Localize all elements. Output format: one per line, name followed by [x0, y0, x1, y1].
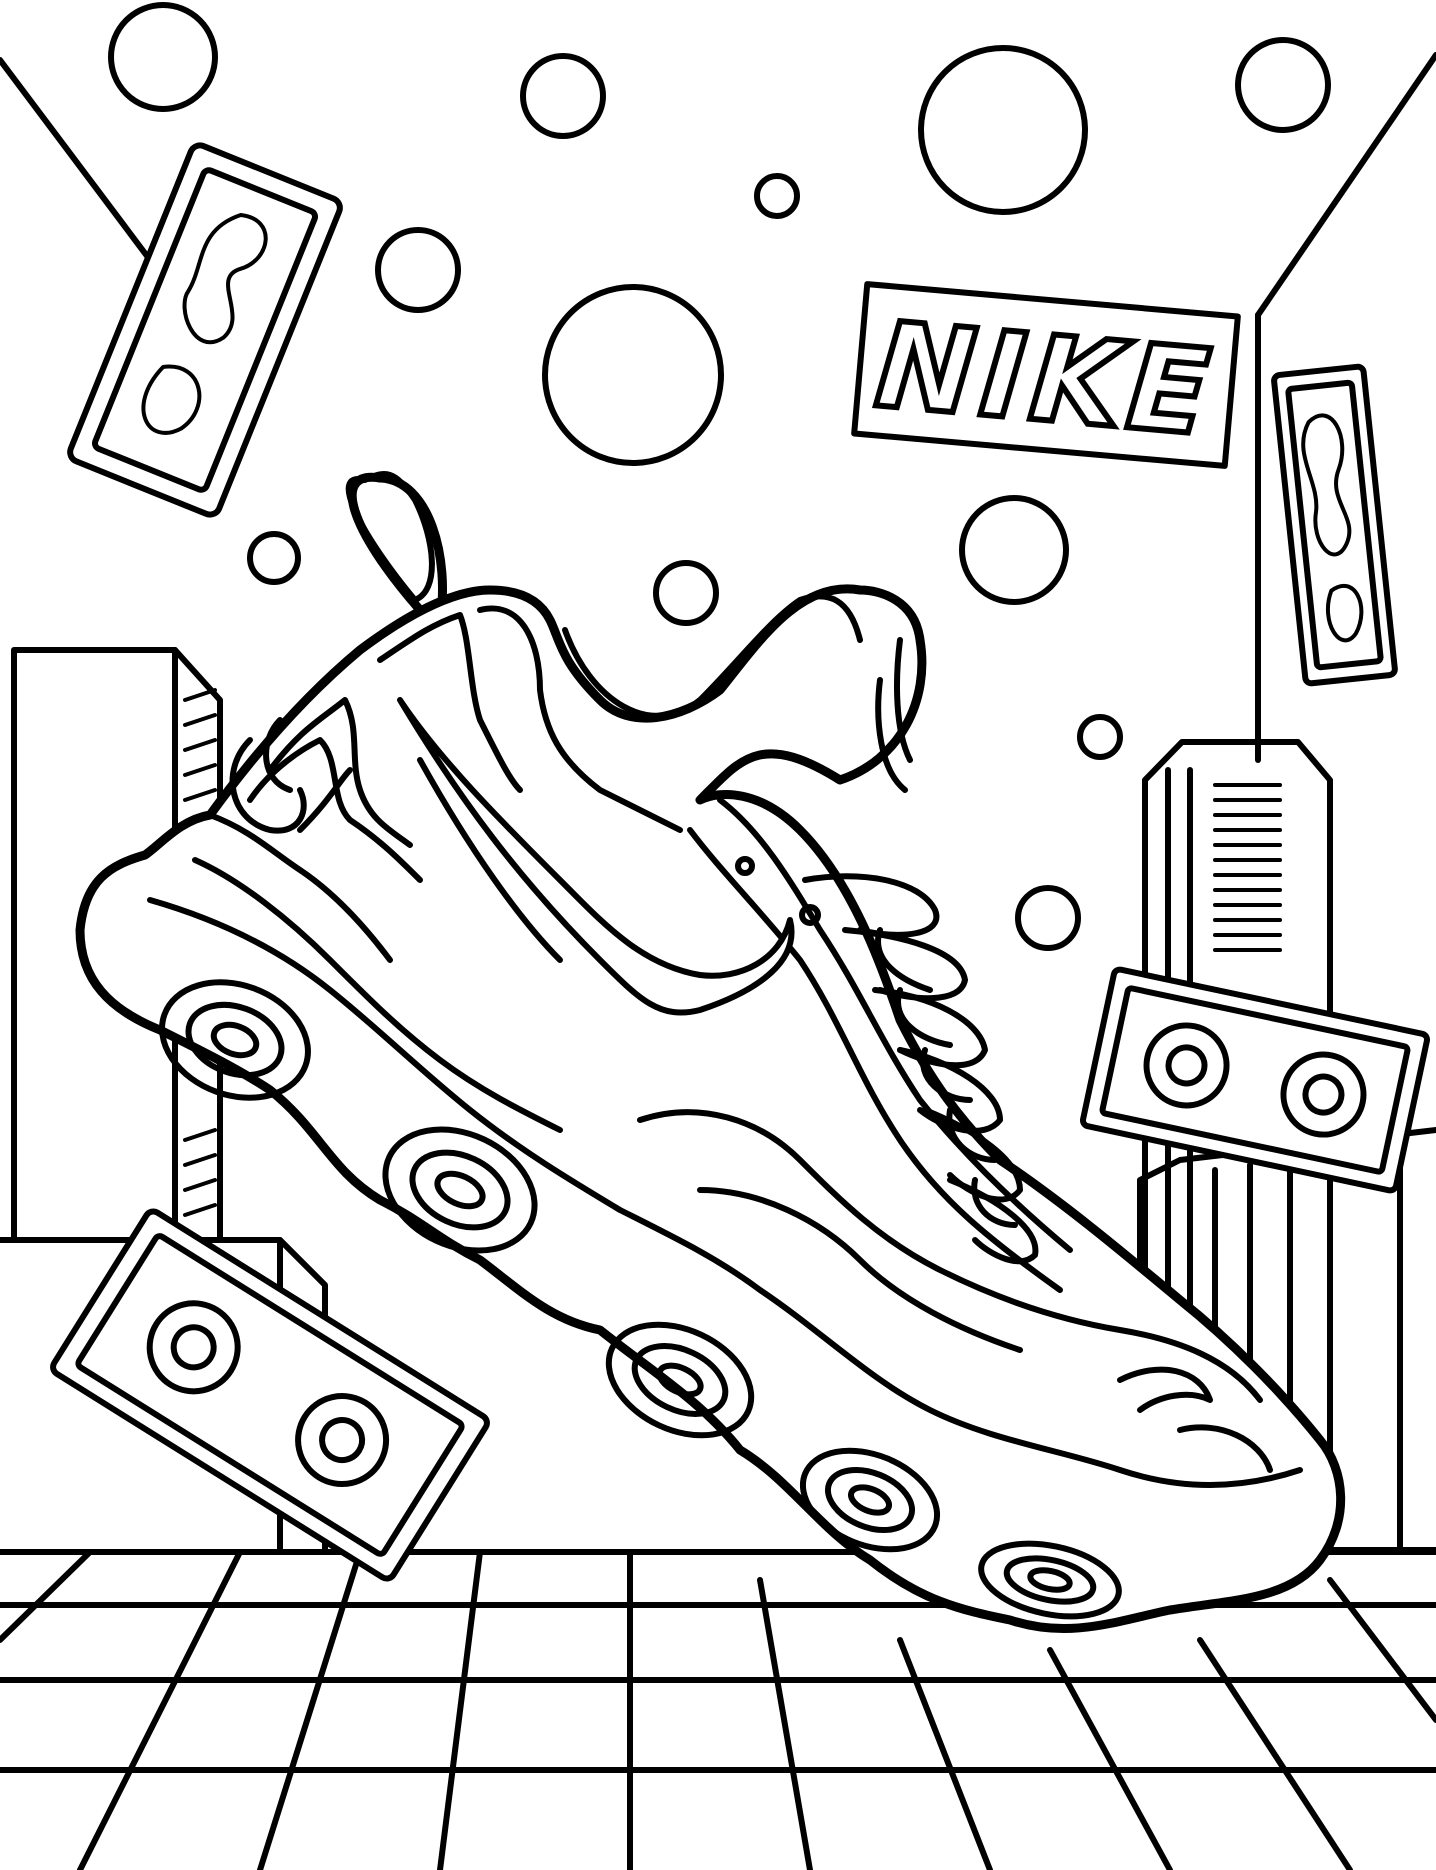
bubbles	[108, 2, 1331, 951]
air-pods	[159, 979, 1122, 1620]
laces	[802, 873, 1039, 1265]
right-poster	[1271, 363, 1398, 687]
checkered-floor	[0, 1549, 1436, 1870]
swoosh	[397, 697, 795, 1016]
left-poster	[67, 142, 343, 518]
left-speaker	[50, 1208, 490, 1582]
right-speaker	[1079, 966, 1431, 1194]
nike-sign: NIKE	[851, 281, 1241, 469]
nike-sign-text: NIKE	[871, 295, 1220, 462]
sneaker	[75, 471, 1346, 1634]
